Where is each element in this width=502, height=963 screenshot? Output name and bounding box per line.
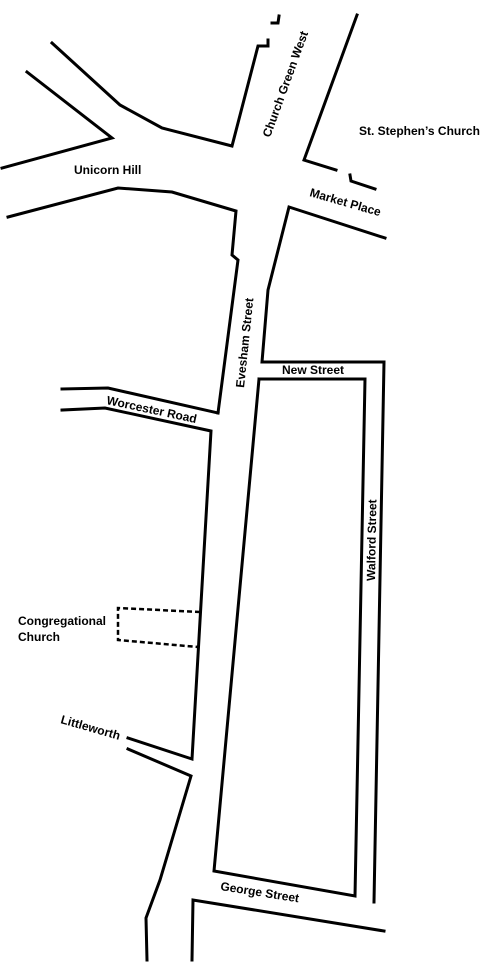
label-littleworth: Littleworth <box>59 712 122 742</box>
road-st-stephens-tick <box>348 173 377 191</box>
road-church-green-west-east <box>302 13 359 172</box>
road-church-green-west-tick <box>270 14 281 25</box>
road-worcester-road-south <box>60 406 213 762</box>
label-st-stephens-church: St. Stephen’s Church <box>359 124 480 138</box>
label-congregational-church-line2: Church <box>18 630 60 644</box>
road-unicorn-hill-south <box>6 186 240 415</box>
road-littleworth-south <box>126 747 193 962</box>
label-walford-street: Walford Street <box>364 499 379 581</box>
road-worcester-road-north <box>60 386 220 415</box>
label-new-street: New Street <box>282 363 344 377</box>
label-market-place: Market Place <box>308 185 383 219</box>
road-north-west-upper <box>49 38 270 148</box>
congregational-church-outline <box>116 606 201 649</box>
label-evesham-street: Evesham Street <box>233 297 256 388</box>
road-george-street-south <box>190 898 386 962</box>
road-market-place-east <box>260 205 387 904</box>
block-new-walford-george <box>212 377 367 898</box>
road-north-west-lower <box>0 69 116 170</box>
label-unicorn-hill: Unicorn Hill <box>74 163 141 177</box>
label-congregational-church-line1: Congregational <box>18 614 106 628</box>
